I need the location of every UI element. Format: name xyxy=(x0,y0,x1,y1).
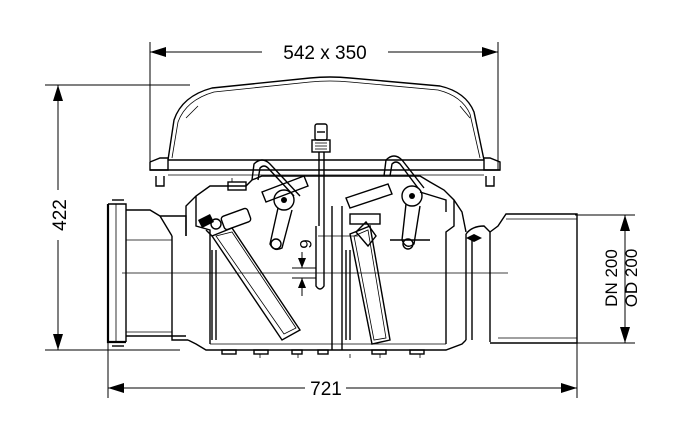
left-flap xyxy=(198,207,302,341)
dn-label: DN 200 xyxy=(602,249,621,307)
top-dimension: 542 x 350 xyxy=(149,42,499,170)
diameter-dimension: DN 200 OD 200 xyxy=(575,214,641,344)
right-flap xyxy=(345,220,430,345)
height-label: 422 xyxy=(50,199,71,231)
right-lever xyxy=(345,155,447,250)
valve-body xyxy=(185,175,467,358)
height-dimension: 422 xyxy=(45,84,190,351)
length-dimension: 721 xyxy=(107,330,578,400)
outlet-pipe xyxy=(465,213,578,344)
inlet-pipe xyxy=(106,199,188,347)
manual-lock-handle xyxy=(311,123,331,226)
od-label: OD 200 xyxy=(622,249,641,308)
offset-label: 6 xyxy=(296,239,315,248)
left-lever xyxy=(227,159,309,251)
offset-dimension: 6 xyxy=(292,226,325,296)
lid xyxy=(149,76,501,187)
top-width-label: 542 x 350 xyxy=(283,43,366,64)
length-label: 721 xyxy=(310,379,342,400)
